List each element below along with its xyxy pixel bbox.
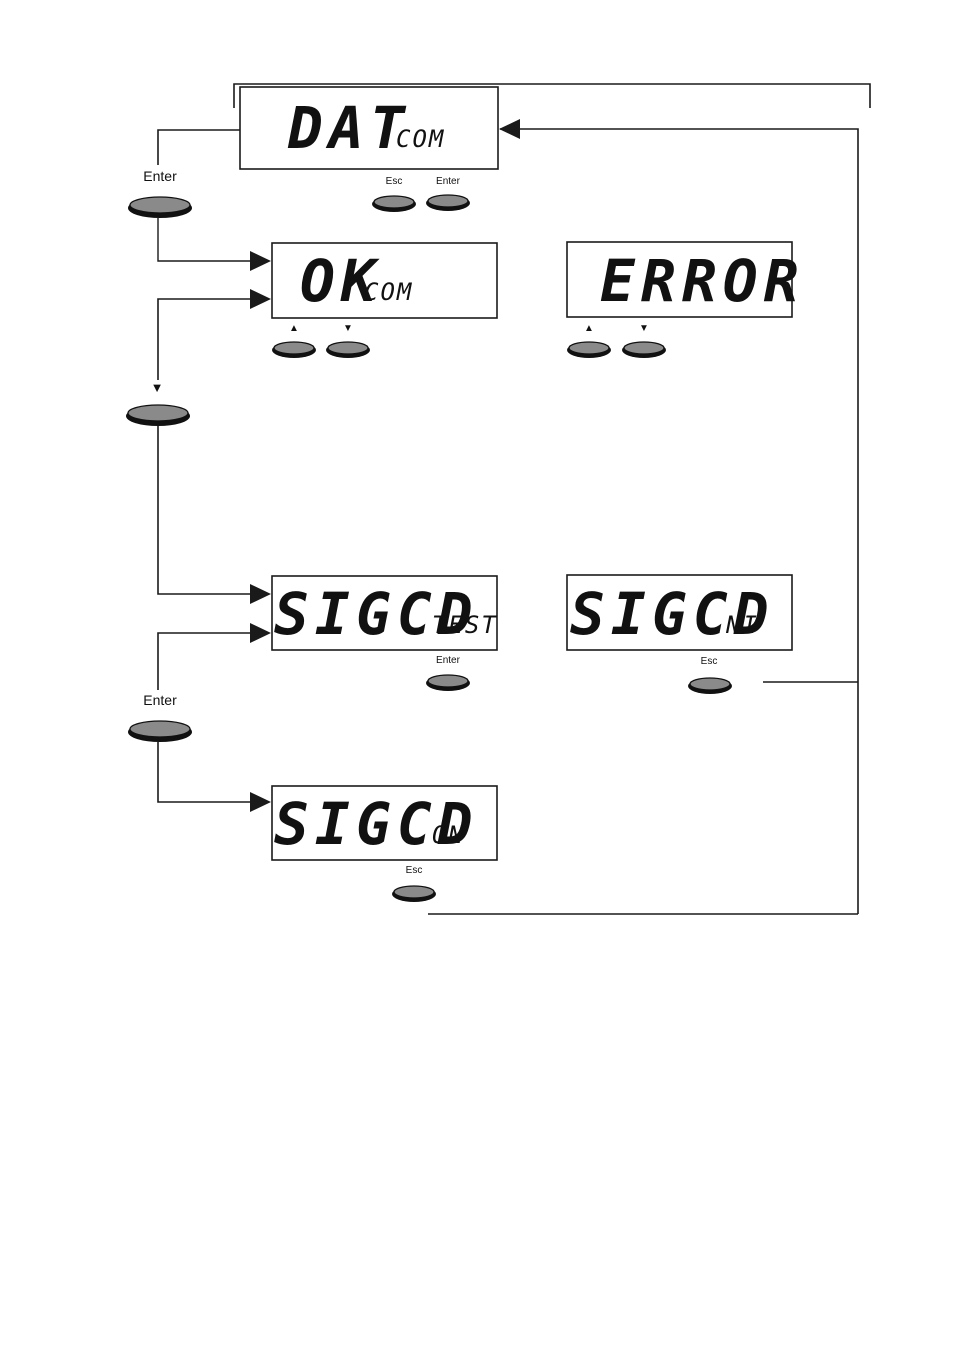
display-main-text: SIGCD: [274, 580, 479, 648]
esc-button-sigcd-on[interactable]: [392, 885, 436, 902]
esc-label: Esc: [406, 865, 423, 876]
down-arrow-icon: ▼: [639, 323, 649, 334]
display-sub-text: COM: [396, 125, 445, 153]
up-button-error[interactable]: [567, 341, 611, 358]
arrow-into-dat: [499, 119, 520, 139]
display-sigcd-on: SIGCD ON: [271, 785, 498, 861]
display-sub-text: COM: [364, 278, 413, 306]
loop-to-ok-line: [157, 298, 268, 380]
return-to-dat-line: [500, 128, 859, 914]
enter-to-ok-line: [157, 218, 268, 262]
connector-lines: [157, 83, 871, 915]
down-to-sigcd-test-line: [157, 426, 268, 595]
down-button-error[interactable]: [622, 341, 666, 358]
display-main-text: DAT: [287, 94, 411, 162]
arrow-into-ok-bottom: [250, 289, 271, 309]
display-main-text: SIGCD: [274, 790, 479, 858]
enter-label: Enter: [143, 168, 177, 184]
dat-to-enter-line: [157, 129, 240, 165]
esc-label: Esc: [701, 656, 718, 667]
up-arrow-icon: ▲: [584, 323, 594, 334]
arrow-into-ok-top: [250, 251, 271, 271]
down-button-ok[interactable]: [326, 341, 370, 358]
esc-button-sigcd-ni[interactable]: [688, 677, 732, 694]
arrow-into-sigcd-test-top: [250, 584, 271, 604]
up-button-ok[interactable]: [272, 341, 316, 358]
arrow-into-sigcd-test-bottom: [250, 623, 271, 643]
display-sigcd-ni: SIGCD NI: [566, 574, 793, 651]
up-arrow-icon: ▲: [289, 323, 299, 334]
display-dat-com: DAT COM: [239, 86, 499, 170]
down-arrow-icon: ▼: [151, 380, 164, 395]
enter-to-sigcd-on-line: [157, 742, 268, 803]
enter-label: Enter: [143, 692, 177, 708]
display-sub-text: TEST: [432, 611, 498, 639]
enter-button-dat[interactable]: [426, 194, 470, 211]
esc-button-dat[interactable]: [372, 195, 416, 212]
display-main-text: OK: [300, 247, 382, 315]
arrowheads: [250, 119, 520, 812]
display-ok-com: OK COM: [271, 242, 498, 319]
enter-loop-to-sigcd-test-line: [157, 632, 268, 690]
enter-label: Enter: [436, 655, 461, 666]
display-sigcd-test: SIGCD TEST: [271, 575, 498, 651]
enter-button-top[interactable]: [128, 196, 192, 218]
down-arrow-icon: ▼: [343, 323, 353, 334]
display-main-text: SIGCD: [570, 580, 775, 648]
display-error: ERROR: [566, 241, 805, 318]
display-main-text: ERROR: [600, 247, 805, 315]
display-sub-text: NI: [725, 611, 759, 639]
top-bracket-line: [233, 83, 871, 108]
enter-button-sigcd-test[interactable]: [426, 674, 470, 691]
down-button-left[interactable]: [126, 404, 190, 426]
display-sub-text: ON: [432, 821, 465, 849]
arrow-into-sigcd-on: [250, 792, 271, 812]
enter-label: Enter: [436, 176, 461, 187]
enter-button-lower[interactable]: [128, 720, 192, 742]
esc-label: Esc: [386, 176, 403, 187]
